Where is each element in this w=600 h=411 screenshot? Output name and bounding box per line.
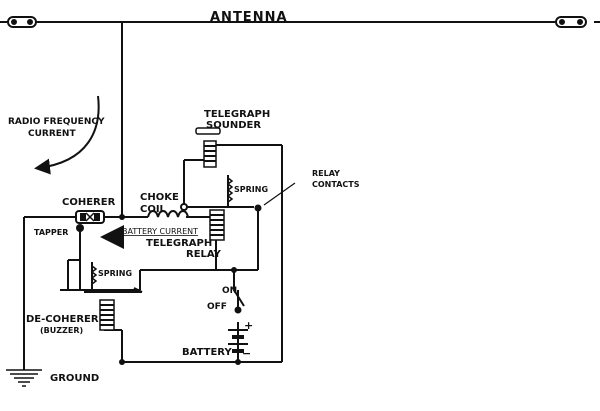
battery-plus-label: + xyxy=(244,319,253,332)
telegraph-relay-label-line1: TELEGRAPH xyxy=(146,238,212,249)
antenna-assembly xyxy=(0,16,600,28)
spring-top-label: SPRING xyxy=(234,185,268,194)
relay-contact-icon xyxy=(254,204,262,212)
de-coherer-coil-icon xyxy=(99,299,115,331)
relay-contacts-label-line1: RELAY xyxy=(312,169,340,178)
circuit-wires xyxy=(23,22,283,370)
tapper-hammer-icon xyxy=(76,224,84,232)
buzzer-label: (BUZZER) xyxy=(40,326,83,335)
tapper-label: TAPPER xyxy=(34,228,68,237)
choke-coil-label-line1: CHOKE xyxy=(140,192,179,203)
ground-label: GROUND xyxy=(50,373,99,384)
telegraph-sounder-label-line1: TELEGRAPH xyxy=(204,109,270,120)
de-coherer-spring-icon xyxy=(90,265,98,285)
switch-off-label: OFF xyxy=(207,302,227,312)
radio-frequency-arrow-icon xyxy=(34,95,100,175)
relay-armature xyxy=(180,175,296,212)
relay-contacts-pointer xyxy=(263,182,296,206)
battery-current-label: BATTERY CURRENT xyxy=(122,227,198,236)
left-insulator-icon xyxy=(7,16,37,28)
coherer-label: COHERER xyxy=(62,197,116,208)
battery-minus-label: − xyxy=(242,347,251,360)
choke-coil-label-line2: COIL xyxy=(140,204,167,215)
telegraph-sounder-label-line2: SOUNDER xyxy=(206,120,261,131)
battery-label: BATTERY xyxy=(182,347,232,358)
antenna-label: ANTENNA xyxy=(210,10,288,25)
radio-frequency-label-line1: RADIO FREQUENCY xyxy=(8,117,105,127)
on-off-switch-icon xyxy=(233,289,245,314)
relay-contacts-label-line2: CONTACTS xyxy=(312,180,360,189)
battery-icon xyxy=(228,322,248,362)
ground-icon xyxy=(6,369,42,387)
de-coherer-armature xyxy=(84,262,143,293)
de-coherer-label: DE-COHERER xyxy=(26,314,99,325)
sounder-bar-icon xyxy=(195,127,221,135)
switch-on-label: ON xyxy=(222,286,237,296)
right-insulator-icon xyxy=(555,16,587,28)
junction-dots xyxy=(76,214,241,365)
choke-coil-icon xyxy=(147,210,189,218)
telegraph-relay-coil-icon xyxy=(209,209,225,241)
spring-bottom-label: SPRING xyxy=(98,269,132,278)
coherer-tube-icon xyxy=(75,210,105,224)
sounder-coil-icon xyxy=(203,140,217,168)
radio-frequency-label-line2: CURRENT xyxy=(28,129,76,139)
telegraph-relay-label-line2: RELAY xyxy=(186,249,222,260)
